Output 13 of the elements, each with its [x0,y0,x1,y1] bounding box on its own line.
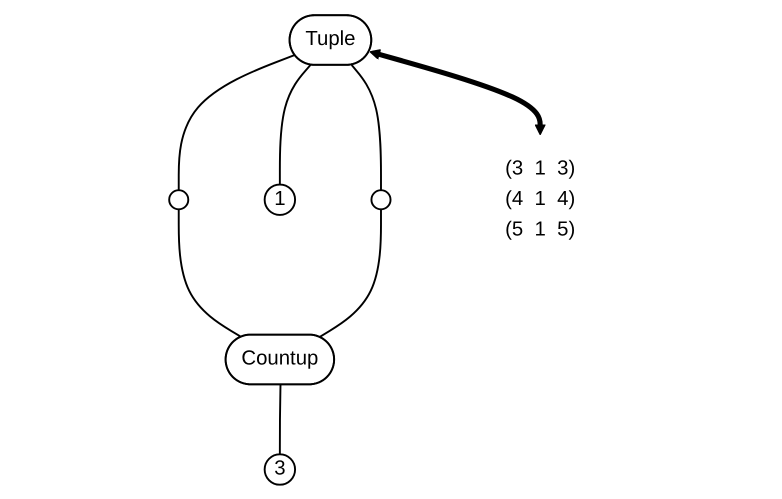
node-circle [168,188,189,210]
node-circle [263,183,296,216]
arrow [369,48,546,135]
node-circle [263,452,296,486]
node-circle [370,188,392,210]
node-text: (3 1 3) (4 1 4) (5 1 5) [504,157,575,240]
connector [177,208,242,338]
connector [278,384,282,454]
connector [177,54,295,190]
connector [318,208,382,338]
connector [350,64,382,190]
diagram: Tuple 1 Countup 3 (3 1 3) (4 1 4) (5 1 5) [158,4,624,494]
connector [278,64,311,184]
